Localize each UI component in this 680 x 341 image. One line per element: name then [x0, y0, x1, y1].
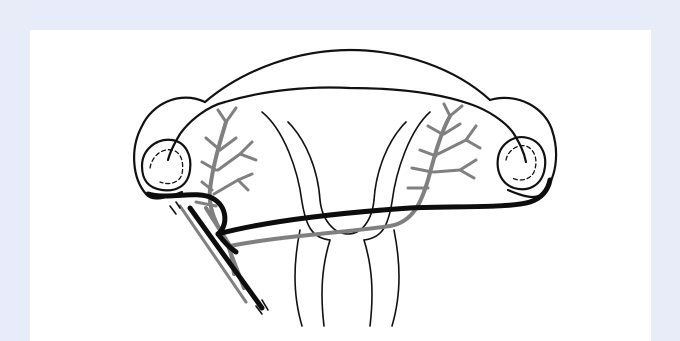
right-vein-branches — [408, 104, 480, 188]
right-ovary — [498, 137, 546, 189]
cervix — [295, 230, 399, 326]
uterus-vascular-diagram — [30, 30, 651, 341]
left-ovary — [142, 140, 190, 191]
illustration-panel — [30, 30, 651, 341]
right-adnexa — [470, 98, 556, 197]
uterus-body — [205, 50, 490, 104]
vein-trunk — [206, 116, 450, 288]
